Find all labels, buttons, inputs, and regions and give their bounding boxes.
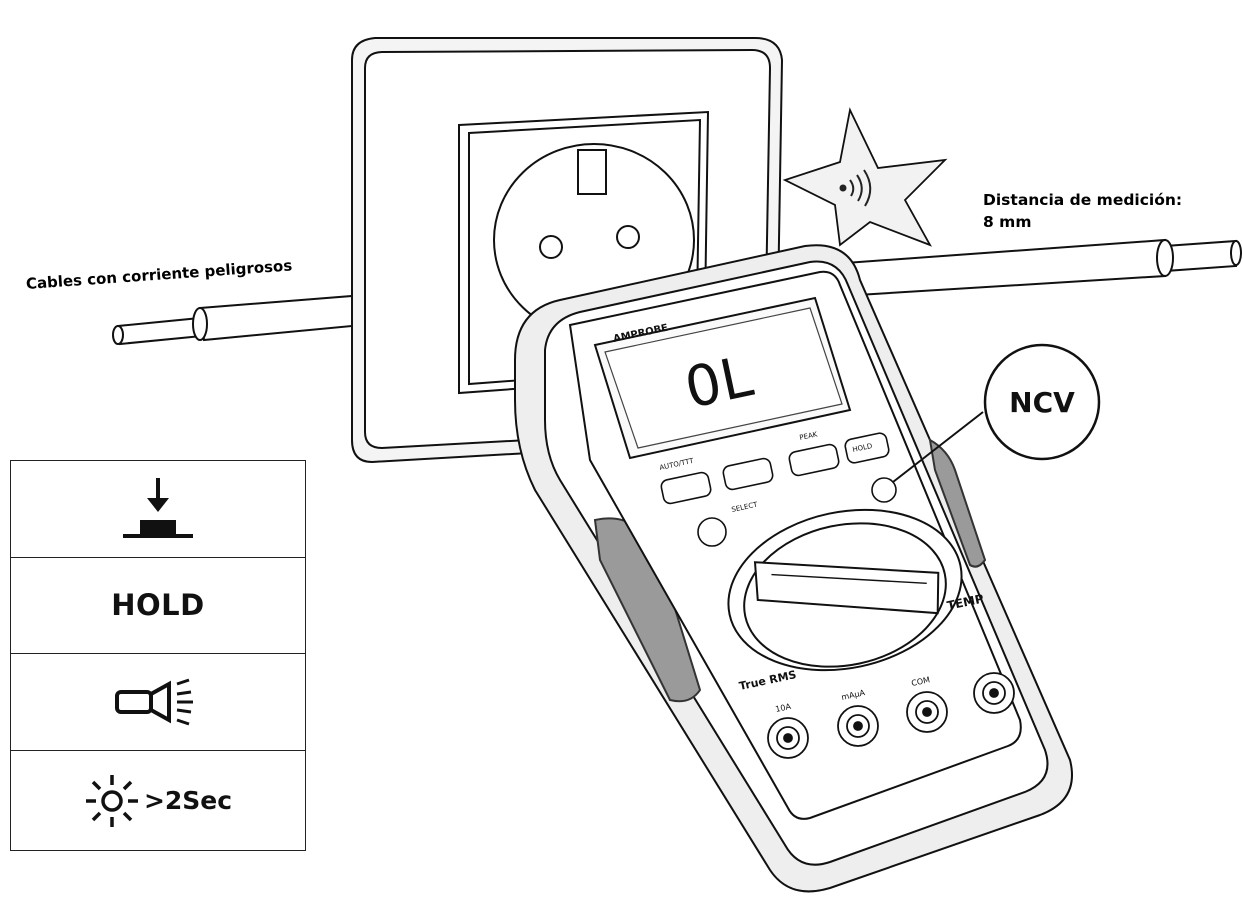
- press-button-icon: [123, 478, 193, 538]
- duration-label: >2Sec: [143, 786, 233, 815]
- legend-row-backlight: >2Sec: [11, 751, 305, 850]
- hold-label: HOLD: [111, 588, 205, 622]
- function-buttons: [660, 432, 897, 547]
- multimeter: [514, 244, 1101, 893]
- cable-left: [112, 294, 353, 346]
- button-label-4: HOLD: [852, 442, 873, 454]
- button-label-3: PEAK: [799, 430, 819, 442]
- ncv-callout-label: NCV: [1009, 386, 1075, 419]
- legend-row-flashlight: [11, 654, 305, 751]
- input-jacks: [767, 672, 1015, 759]
- distance-label: Distancia de medición: 8 mm: [983, 189, 1182, 233]
- legend-table: HOLD: [10, 460, 306, 851]
- ncv-signal-star: [782, 107, 948, 247]
- jack-label-com: COM: [911, 675, 931, 688]
- distance-label-line2: 8 mm: [983, 213, 1032, 231]
- legend-row-hold: HOLD: [11, 557, 305, 654]
- legend-row-press: [11, 461, 305, 558]
- jack-label-10a: 10A: [775, 702, 793, 714]
- rotary-switch: [727, 508, 963, 672]
- flashlight-icon: [115, 678, 193, 726]
- sun-icon: [85, 774, 138, 827]
- ncv-callout-circle: [983, 343, 1101, 461]
- lcd-display: [593, 296, 852, 460]
- display-reading: 0L: [679, 344, 758, 421]
- left-grip: [593, 517, 702, 703]
- right-grip: [928, 438, 987, 568]
- distance-label-line1: Distancia de medición:: [983, 191, 1183, 209]
